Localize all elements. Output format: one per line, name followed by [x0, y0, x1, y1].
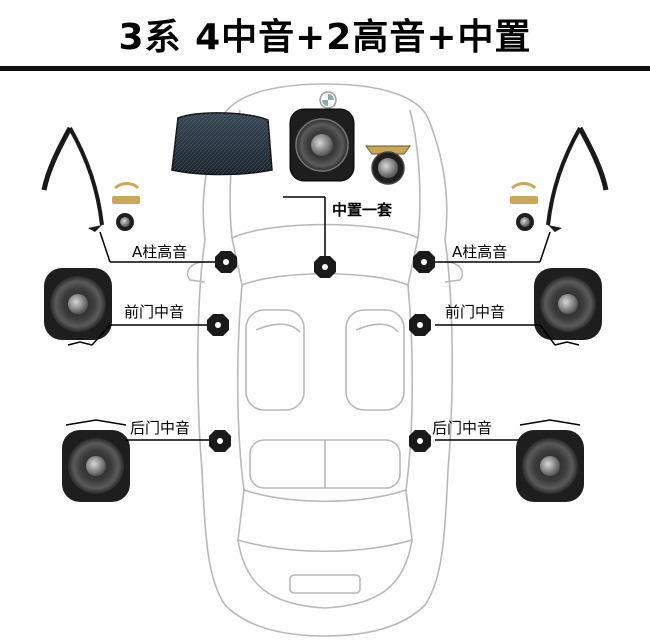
front-door-left-speaker — [44, 268, 112, 340]
a-pillar-right-tweeter — [510, 182, 538, 231]
a-pillar-left-tweeter — [112, 182, 140, 231]
center-tweeter-bracket — [365, 145, 411, 185]
car-cabin-right — [405, 284, 414, 491]
car-hood-line-right — [409, 109, 421, 239]
marker-a-pillar-right — [413, 251, 435, 273]
connector-a-pillar-right — [435, 231, 551, 263]
car-body — [197, 83, 453, 637]
connector-a-pillar-left — [99, 231, 215, 263]
label-a-pillar-right: A柱高音 — [452, 243, 507, 261]
connector-rear-door-left — [65, 419, 215, 441]
label-front-door-left: 前门中音 — [124, 303, 184, 321]
front-seat-left — [245, 309, 305, 411]
marker-rear-door-right — [409, 430, 431, 452]
car-trunk — [237, 539, 413, 609]
car-rear-window — [237, 488, 413, 553]
center-speaker — [289, 108, 355, 182]
a-pillar-left-trim — [41, 126, 104, 232]
car-emblem — [319, 91, 337, 109]
car-cabin-left — [236, 284, 245, 491]
label-rear-door-right: 后门中音 — [432, 419, 492, 437]
car-outline — [186, 83, 464, 637]
connector-front-door-right — [435, 324, 580, 346]
marker-center — [314, 256, 336, 278]
front-seat-right — [345, 309, 405, 411]
connector-rear-door-right — [435, 419, 581, 441]
rear-door-right-speaker — [516, 430, 584, 502]
label-a-pillar-left: A柱高音 — [132, 243, 187, 261]
a-pillar-right-trim — [546, 126, 609, 232]
center-grille-cover — [171, 112, 273, 176]
marker-a-pillar-left — [215, 251, 237, 273]
front-door-right-speaker — [534, 268, 602, 340]
connector-front-door-left — [67, 324, 215, 346]
label-front-door-right: 前门中音 — [445, 303, 505, 321]
marker-rear-door-left — [209, 430, 231, 452]
marker-front-door-right — [409, 314, 431, 336]
diagram-title: 3系 4中音+2高音+中置 — [118, 17, 532, 58]
label-center: 中置一套 — [332, 201, 393, 219]
center-connector — [283, 196, 326, 262]
marker-front-door-left — [207, 314, 229, 336]
title-divider — [0, 66, 650, 71]
rear-door-left-speaker — [62, 430, 130, 502]
label-rear-door-left: 后门中音 — [130, 419, 190, 437]
